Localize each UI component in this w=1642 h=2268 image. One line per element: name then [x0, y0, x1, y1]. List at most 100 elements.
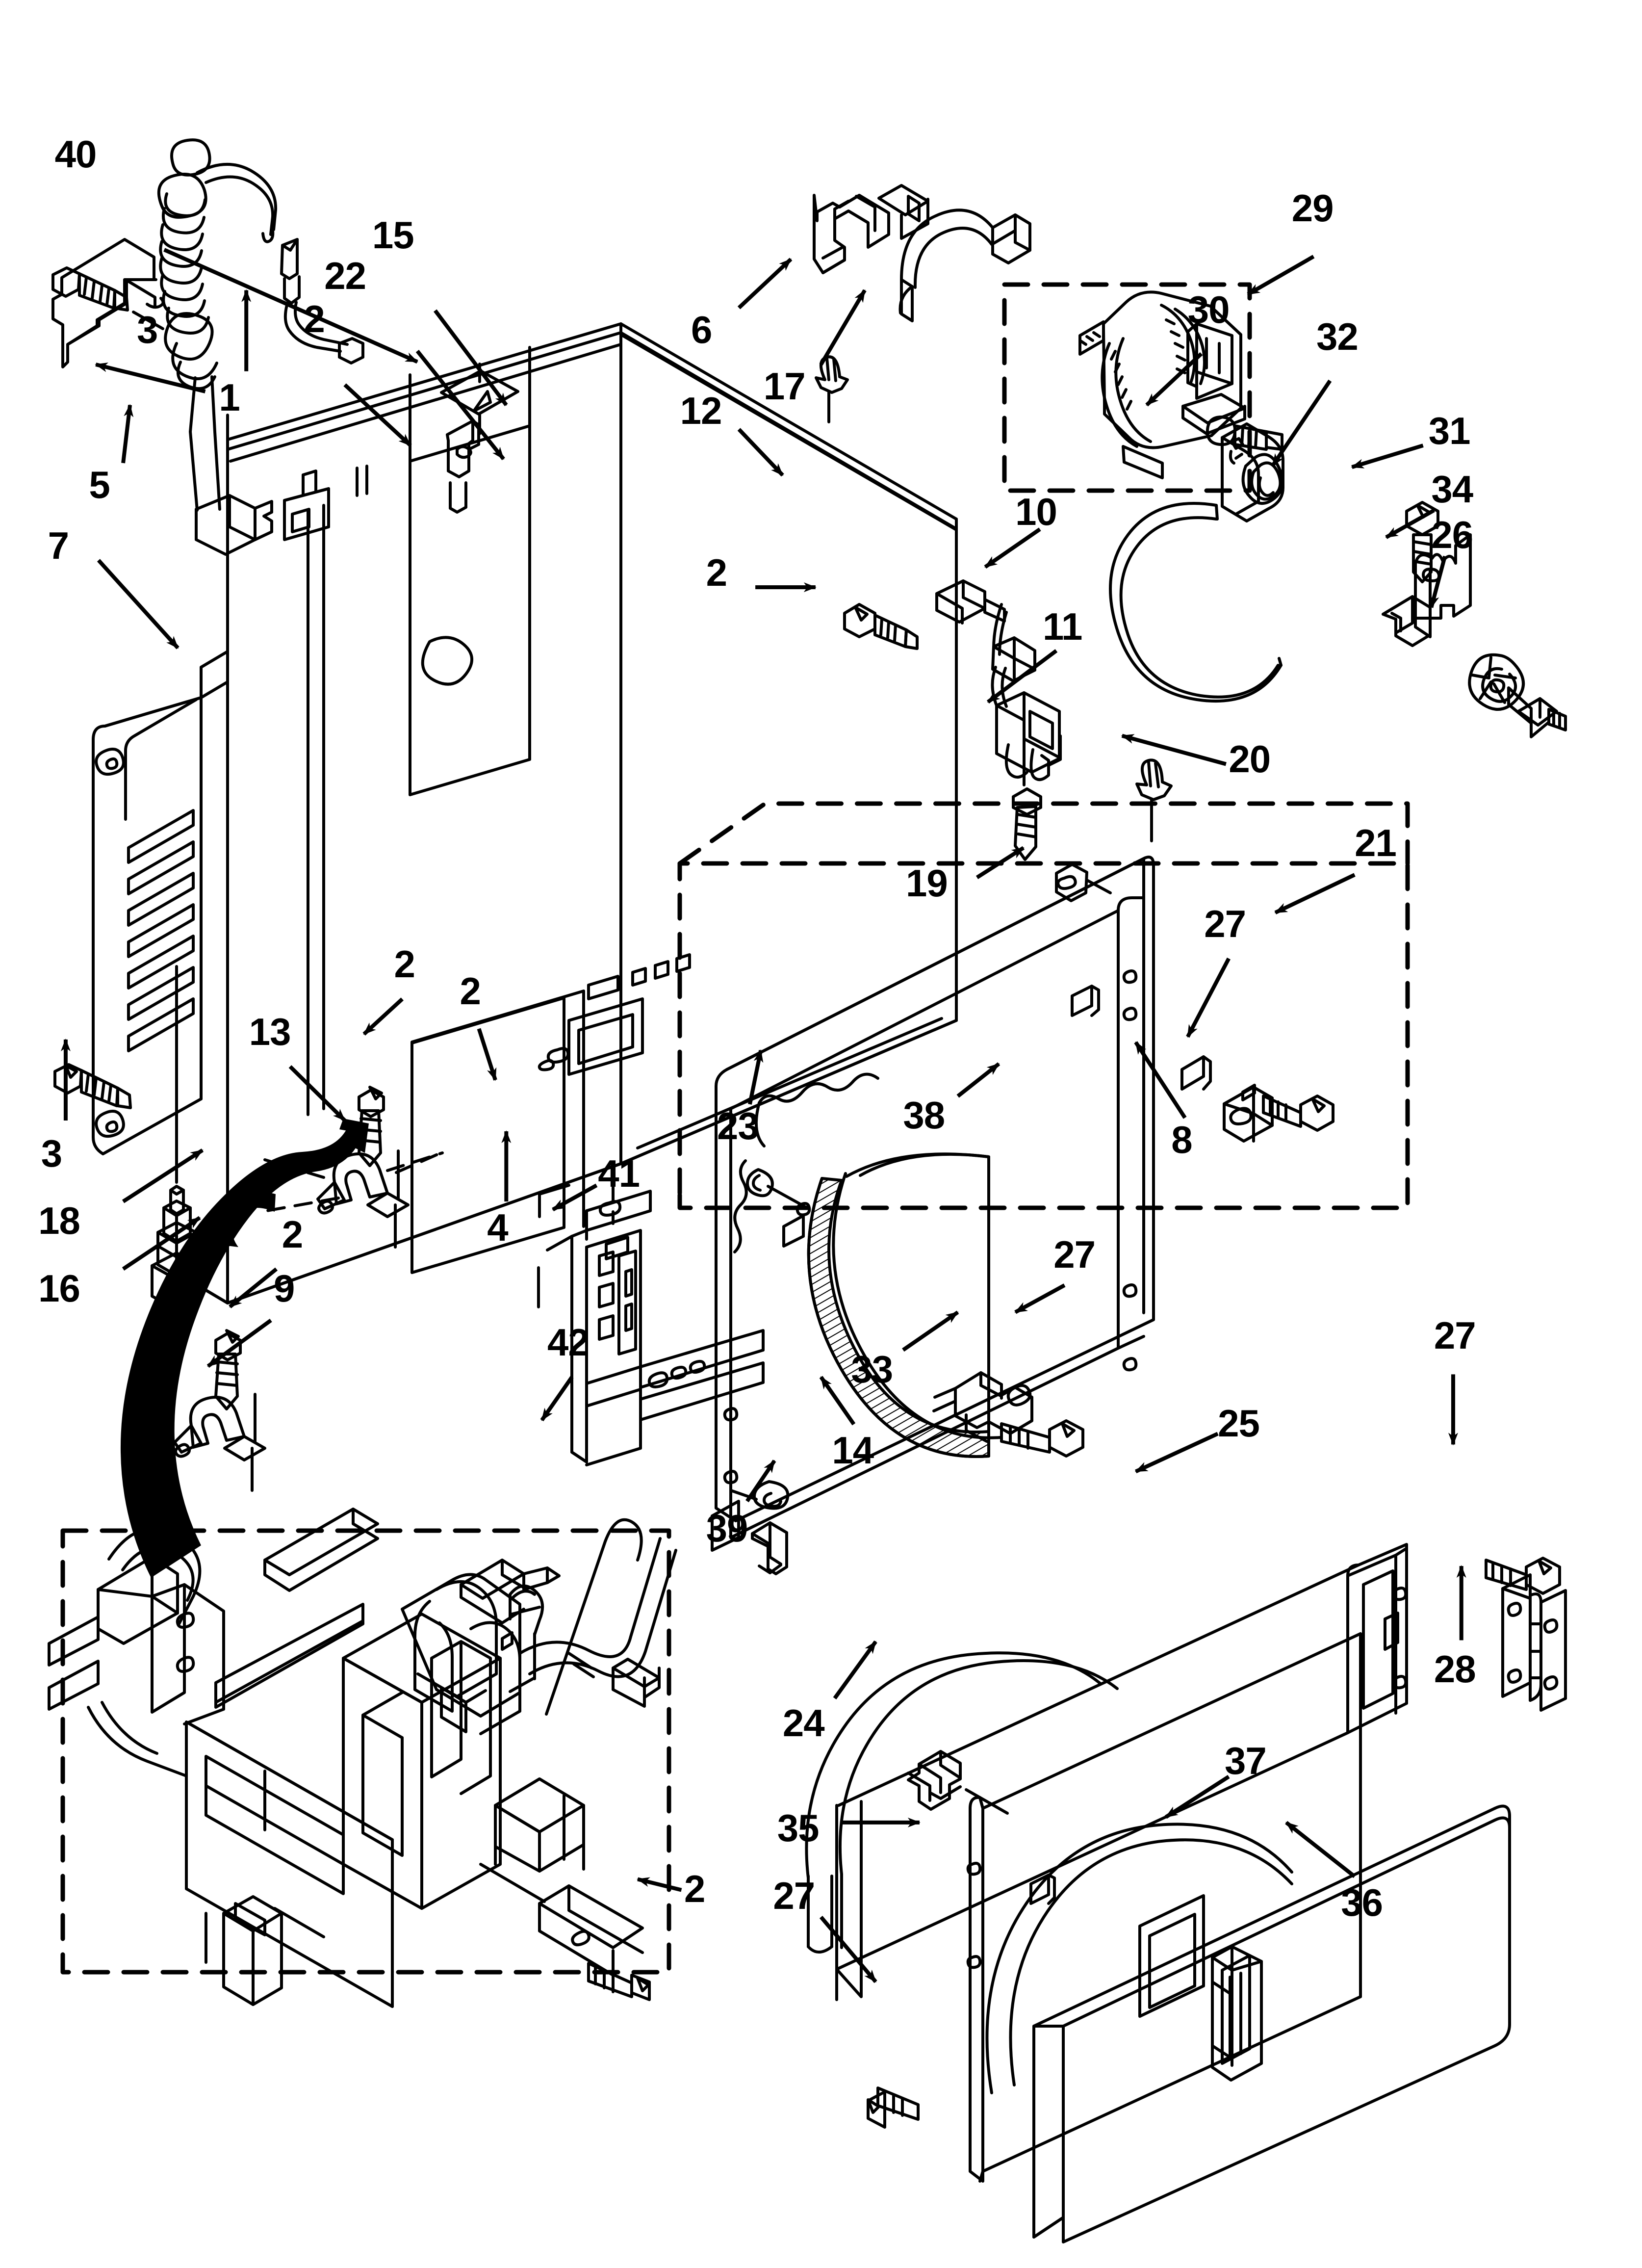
- part-2-screw-burner: [587, 1962, 651, 2001]
- drive-motor: [1078, 290, 1283, 479]
- part-3-screw-lower: [53, 1063, 132, 1109]
- part-26-leveling-leg: [1468, 653, 1567, 738]
- callout-2: 2: [460, 969, 481, 1013]
- callout-16: 16: [38, 1266, 80, 1310]
- part-42-burner-assembly-boundary: [60, 1528, 671, 1975]
- gas-burner-assembly: [48, 1508, 677, 2008]
- part-29-motor-kit-boundary: [1002, 282, 1252, 493]
- callout-12: 12: [680, 389, 722, 433]
- part-6-retainer-clip: [813, 184, 929, 274]
- callout-24: 24: [782, 1701, 825, 1745]
- leader-line-13: [288, 1065, 346, 1122]
- leader-line-18: [122, 1148, 204, 1203]
- callout-17: 17: [763, 365, 806, 408]
- part-40-plug-body: [195, 494, 273, 556]
- callout-11: 11: [1042, 605, 1082, 649]
- part-23-screw: [746, 1168, 811, 1217]
- leader-line-16: [122, 1216, 201, 1271]
- leader-line-27: [1186, 957, 1231, 1038]
- callout-1: 1: [219, 375, 240, 419]
- callout-38: 38: [903, 1094, 945, 1137]
- part-17-wire-clip: [898, 209, 1031, 322]
- callout-30: 30: [1187, 287, 1230, 331]
- callout-20: 20: [1229, 737, 1271, 781]
- callout-41: 41: [598, 1151, 640, 1195]
- part-16-leveling-foot: [151, 965, 203, 1311]
- callout-27: 27: [1204, 902, 1246, 945]
- exhaust-duct-black: [120, 1119, 369, 1578]
- leader-line-6: [737, 258, 793, 310]
- callout-21: 21: [1355, 821, 1397, 864]
- part-2-screw-clamp-b: [214, 1329, 242, 1410]
- callout-8: 8: [1171, 1118, 1192, 1161]
- leader-line-33: [902, 1310, 959, 1352]
- leader-line-27: [1014, 1283, 1066, 1314]
- leader-line-9: [206, 1319, 272, 1368]
- callout-4: 4: [487, 1205, 508, 1249]
- leader-line-2: [477, 1028, 497, 1081]
- part-25-door-liner: [835, 1543, 1408, 2001]
- part-3-screw-upper: [51, 266, 129, 312]
- leader-line-27: [819, 1915, 877, 1983]
- callout-27: 27: [1434, 1313, 1476, 1357]
- callout-6: 6: [691, 308, 712, 351]
- callout-3: 3: [41, 1131, 62, 1175]
- callout-33: 33: [851, 1347, 893, 1391]
- callout-2: 2: [684, 1867, 705, 1911]
- part-19-clip: [1055, 863, 1112, 902]
- part-35-door-inner-panel: [966, 1632, 1362, 2183]
- callout-2: 2: [706, 551, 727, 595]
- leader-line-40: [163, 248, 418, 364]
- callout-2: 2: [394, 942, 415, 986]
- part-32-drive-belt: [1109, 502, 1283, 703]
- callout-2: 2: [304, 297, 325, 340]
- callout-10: 10: [1015, 490, 1057, 534]
- leader-line-2: [343, 383, 412, 447]
- leader-line-17: [819, 289, 867, 366]
- part-27-screw-bottom: [867, 2086, 920, 2129]
- part-1-terminal-block: [280, 238, 364, 365]
- leader-line-29: [1247, 255, 1315, 296]
- callout-36: 36: [1341, 1880, 1383, 1924]
- leader-line-2: [362, 997, 404, 1036]
- part-2-screw-clamp-a: [358, 1086, 385, 1167]
- part-11-screw: [1012, 744, 1042, 861]
- part-7-cabinet: [92, 322, 958, 1466]
- leader-line-2: [229, 1267, 278, 1308]
- callout-2: 2: [282, 1212, 303, 1256]
- callout-5: 5: [89, 463, 110, 507]
- callout-7: 7: [48, 524, 69, 568]
- part-21-front-panel-boundary: [677, 801, 1410, 1210]
- part-40-power-cord: [157, 138, 278, 512]
- leader-line-15: [434, 309, 508, 406]
- leader-line-12: [737, 428, 784, 477]
- part-30-motor-pulley: [1221, 422, 1284, 522]
- leader-line-5: [121, 404, 134, 464]
- leader-line-39: [745, 1460, 776, 1503]
- callout-18: 18: [38, 1199, 80, 1243]
- callout-42: 42: [547, 1320, 590, 1364]
- part-27-screw-hinge: [1485, 1557, 1561, 1595]
- leader-line-2: [637, 1877, 682, 1892]
- callout-22: 22: [324, 254, 366, 297]
- leader-line-8: [1134, 1041, 1187, 1119]
- leader-line-14: [819, 1376, 856, 1426]
- leader-line-19: [975, 846, 1025, 880]
- callout-39: 39: [706, 1507, 748, 1550]
- callout-37: 37: [1225, 1739, 1267, 1782]
- leader-line-42: [540, 1376, 574, 1422]
- leader-line-23: [747, 1049, 764, 1105]
- callout-9: 9: [274, 1266, 295, 1310]
- callout-23: 23: [717, 1104, 759, 1148]
- callout-29: 29: [1291, 186, 1334, 230]
- callout-3: 3: [137, 308, 158, 351]
- callout-32: 32: [1316, 314, 1359, 358]
- part-39-clip: [711, 1500, 788, 1575]
- part-37-door-handle: [1211, 1945, 1263, 2082]
- part-22-bracket: [446, 419, 480, 514]
- callout-27: 27: [773, 1874, 815, 1917]
- callout-31: 31: [1428, 409, 1471, 453]
- callout-27: 27: [1053, 1232, 1096, 1276]
- callout-34: 34: [1431, 467, 1473, 511]
